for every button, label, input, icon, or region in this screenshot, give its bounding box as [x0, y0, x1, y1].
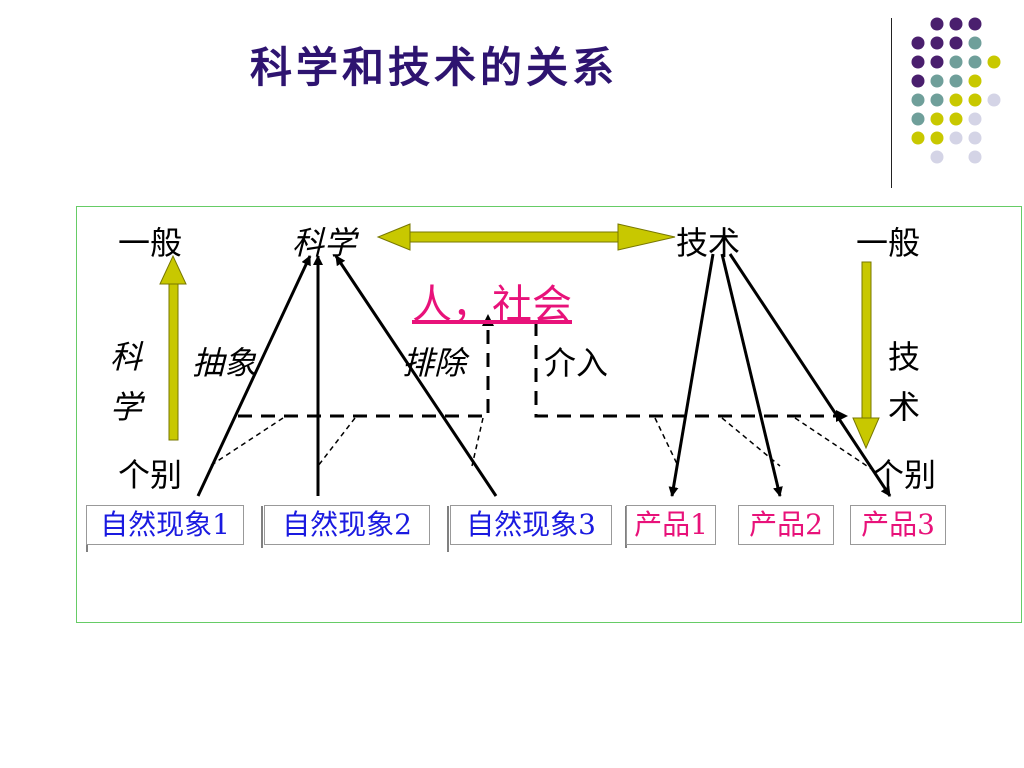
- decorative-dot: [911, 112, 925, 126]
- decorative-dot: [930, 17, 944, 31]
- decorative-dot: [987, 93, 1001, 107]
- label-intervention: 介入: [544, 344, 609, 382]
- decorative-dot: [949, 17, 963, 31]
- decorative-dot: [987, 55, 1001, 69]
- decorative-dot: [968, 36, 982, 50]
- decorative-dot: [949, 55, 963, 69]
- phenomenon-box-3: 自然现象3: [450, 505, 612, 545]
- decorative-dot: [949, 112, 963, 126]
- label-abstraction: 抽象: [192, 344, 257, 382]
- decorative-dot: [930, 93, 944, 107]
- decorative-dot: [968, 55, 982, 69]
- decorative-dot: [968, 150, 982, 164]
- decorative-dot: [949, 36, 963, 50]
- decorative-dot: [968, 112, 982, 126]
- label-individual-left: 个别: [118, 456, 183, 494]
- label-science-vertical: 科学: [109, 338, 142, 426]
- label-science-top: 科学: [292, 224, 357, 262]
- decorative-dot: [930, 55, 944, 69]
- label-technology-top: 技术: [676, 224, 741, 262]
- decorative-dot: [911, 93, 925, 107]
- decorative-dot: [930, 112, 944, 126]
- decorative-dot: [968, 17, 982, 31]
- label-general-right: 一般: [856, 224, 921, 262]
- decorative-dot: [911, 55, 925, 69]
- decorative-dot: [911, 131, 925, 145]
- decorative-dot: [968, 131, 982, 145]
- decorative-dot: [930, 36, 944, 50]
- decorative-dot: [949, 74, 963, 88]
- decorative-vertical-line: [891, 18, 892, 188]
- product-box-2: 产品2: [738, 505, 834, 545]
- label-exclusion: 排除: [402, 344, 467, 382]
- label-individual-right: 个别: [872, 456, 937, 494]
- label-people-society: 人，社会: [412, 282, 572, 328]
- product-box-1: 产品1: [626, 505, 716, 545]
- decorative-dot: [930, 74, 944, 88]
- page-title: 科学和技术的关系: [250, 43, 619, 92]
- decorative-dot: [949, 93, 963, 107]
- decorative-dot: [911, 74, 925, 88]
- decorative-dot: [949, 131, 963, 145]
- decorative-dot: [968, 74, 982, 88]
- decorative-dot-grid: [911, 17, 1001, 164]
- decorative-dot: [968, 93, 982, 107]
- label-general-left: 一般: [118, 224, 183, 262]
- phenomenon-box-1: 自然现象1: [86, 505, 244, 545]
- diagram-frame: [76, 206, 1022, 623]
- label-technology-vertical: 技术: [887, 338, 920, 426]
- decorative-dot: [911, 36, 925, 50]
- decorative-dot: [930, 150, 944, 164]
- decorative-dot: [930, 131, 944, 145]
- phenomenon-box-2: 自然现象2: [264, 505, 430, 545]
- product-box-3: 产品3: [850, 505, 946, 545]
